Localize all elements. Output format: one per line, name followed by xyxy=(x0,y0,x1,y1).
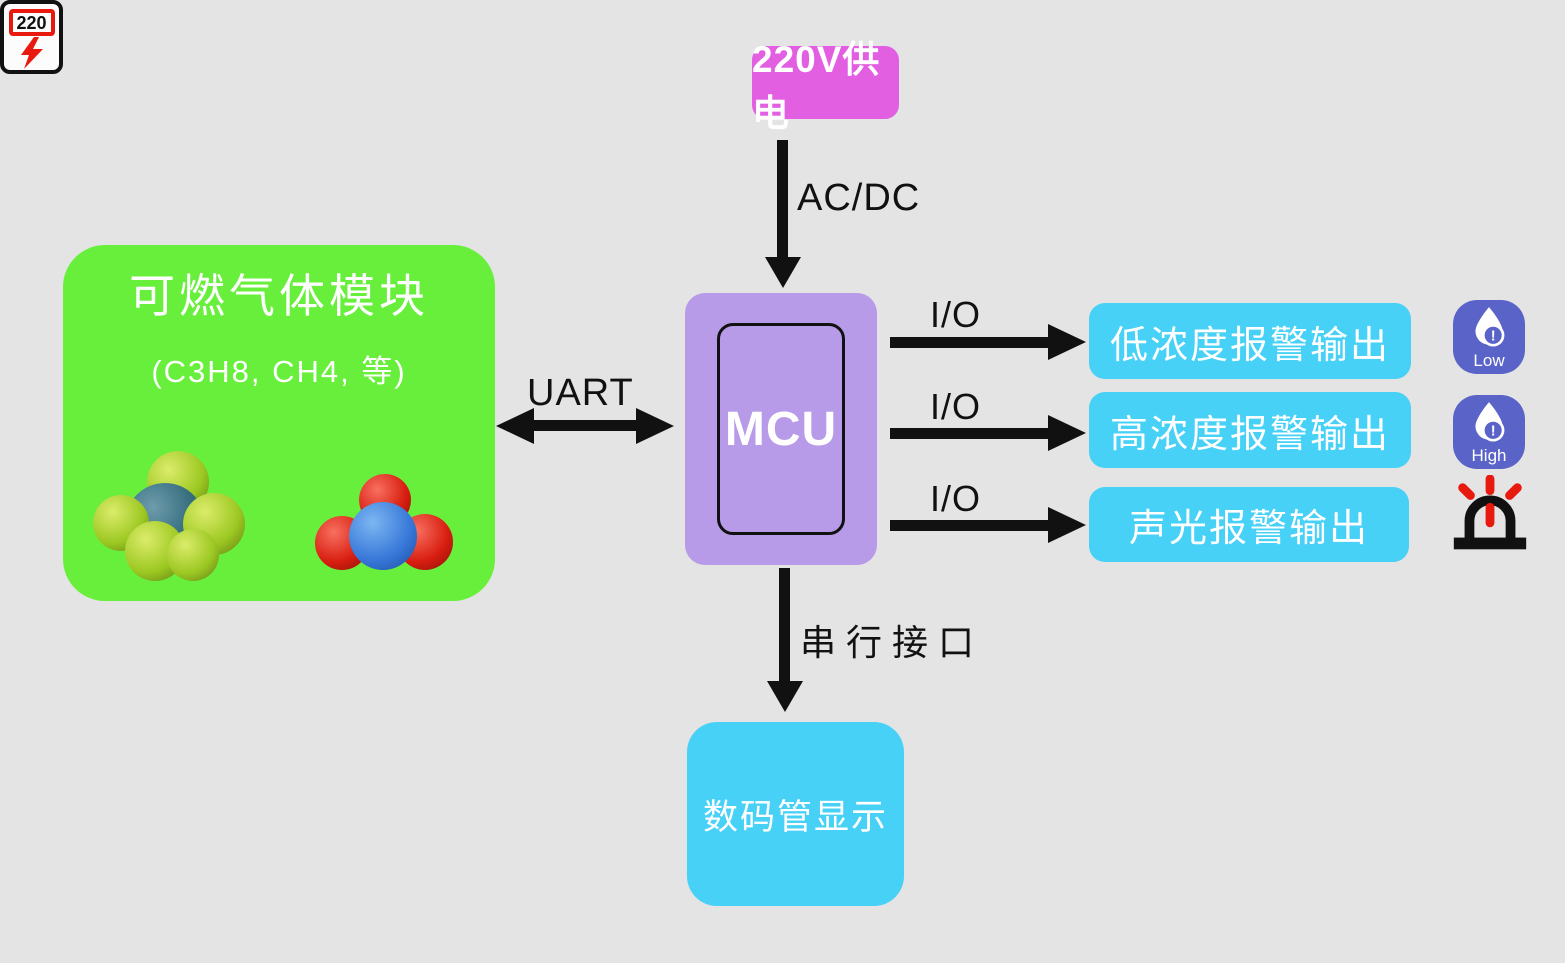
io1-label: I/O xyxy=(930,294,982,335)
svg-text:!: ! xyxy=(1491,424,1496,440)
serial-arrowhead xyxy=(767,681,803,712)
uart-arrowhead-left xyxy=(496,408,534,444)
io2-arrowhead xyxy=(1048,415,1086,451)
serial-arrow-shaft xyxy=(779,568,790,682)
io2-label: I/O xyxy=(930,386,982,427)
meter-value: 220 xyxy=(8,9,55,36)
uart-arrowhead-right xyxy=(636,408,674,444)
io3-arrow-shaft xyxy=(890,520,1052,531)
high-icon-caption: High xyxy=(1471,446,1507,465)
low-icon-caption: Low xyxy=(1473,351,1505,370)
acdc-arrowhead xyxy=(765,257,801,288)
gas-module-title: 可燃气体模块 xyxy=(129,270,429,322)
io3-label: I/O xyxy=(930,478,982,519)
siren-icon xyxy=(1446,474,1534,563)
acdc-arrow-shaft xyxy=(777,140,788,258)
svg-text:!: ! xyxy=(1491,329,1496,345)
droplet-alert-icon: ! xyxy=(1475,402,1505,442)
io2-arrow-shaft xyxy=(890,428,1052,439)
uart-arrow-shaft xyxy=(520,420,648,431)
digital-display-block: 数码管显示 xyxy=(687,722,904,906)
acdc-label: AC/DC xyxy=(797,177,921,219)
power-meter-icon: 220 xyxy=(0,0,63,74)
io1-arrow-shaft xyxy=(890,337,1052,348)
triatomic-molecule-image xyxy=(315,474,453,580)
power-supply-label: 220V供电 xyxy=(752,39,899,134)
io3-arrowhead xyxy=(1048,507,1086,543)
droplet-alert-icon: ! xyxy=(1475,307,1505,347)
mcu-block: MCU xyxy=(685,293,877,565)
io1-arrowhead xyxy=(1048,324,1086,360)
methane-molecule-image xyxy=(93,451,245,581)
serial-label: 串行接口 xyxy=(800,622,985,663)
gas-module-subtitle: (C3H8, CH4, 等) xyxy=(151,354,407,390)
gas-module-block: 可燃气体模块 (C3H8, CH4, 等) xyxy=(63,245,495,601)
low-level-alarm-icon: ! Low xyxy=(1453,300,1525,374)
output-sound-light: 声光报警输出 xyxy=(1089,487,1409,562)
output-high-concentration: 高浓度报警输出 xyxy=(1089,392,1411,468)
output-low-concentration: 低浓度报警输出 xyxy=(1089,303,1411,379)
mcu-inner-outline xyxy=(717,323,845,535)
mcu-label: MCU xyxy=(724,402,838,456)
uart-label: UART xyxy=(527,372,634,414)
lightning-bolt-icon xyxy=(20,37,43,69)
high-level-alarm-icon: ! High xyxy=(1453,395,1525,469)
